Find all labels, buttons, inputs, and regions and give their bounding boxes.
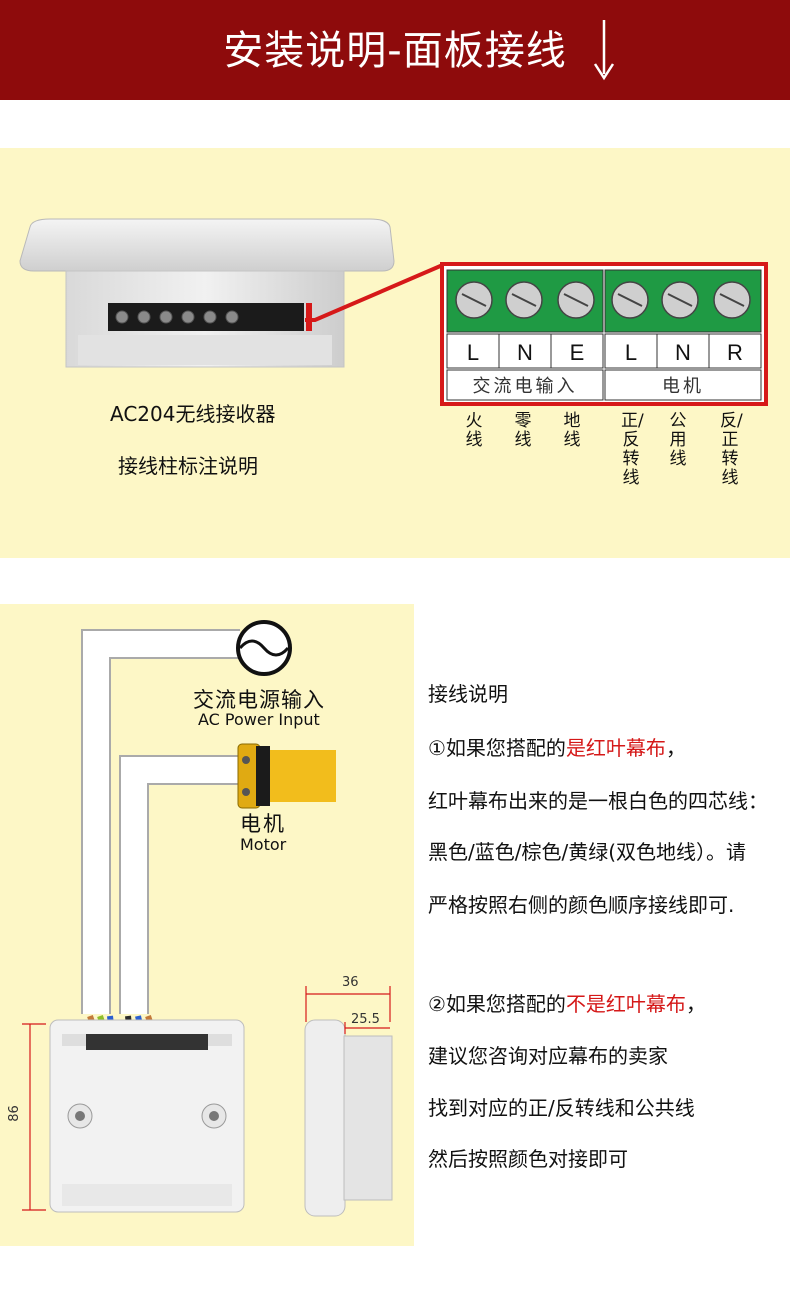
terminal-label: R — [727, 340, 743, 365]
dimension-width-body: 25.5 — [351, 1012, 380, 1027]
wire-label-common: 公用线 — [669, 411, 687, 469]
wiring-diagram — [22, 620, 393, 1217]
instruction-1-line-4: 严格按照右侧的颜色顺序接线即可. — [428, 893, 735, 917]
wire-label-forward: 正/反转线 — [621, 411, 644, 488]
motor-icon — [237, 743, 336, 809]
receiver-model-label: AC204无线接收器 — [110, 402, 276, 426]
instruction-text: ②如果您搭配的 — [428, 992, 566, 1016]
wire-label-neutral: 零线 — [514, 411, 532, 450]
instruction-1-line-2: 红叶幕布出来的是一根白色的四芯线： — [428, 789, 768, 813]
instruction-1-line-3: 黑色/蓝色/棕色/黄绿(双色地线）。请 — [428, 840, 747, 864]
instruction-text: ， — [685, 992, 706, 1016]
receiver-device-image — [19, 218, 395, 368]
power-plug-icon — [236, 620, 292, 676]
group-label-ac-input: 交流电输入 — [473, 376, 578, 397]
power-label-en: AC Power Input — [198, 710, 320, 729]
instruction-2-line-3: 找到对应的正/反转线和公共线 — [428, 1096, 695, 1120]
dimension-width-total: 36 — [342, 975, 359, 990]
instruction-2-line-1: ②如果您搭配的不是红叶幕布， — [428, 988, 706, 1017]
wire-label-reverse: 反/正转线 — [720, 411, 743, 488]
switch-plate-front — [49, 1019, 245, 1213]
instruction-text: ①如果您搭配的 — [428, 736, 566, 760]
motor-label-en: Motor — [240, 835, 287, 854]
terminal-label: N — [517, 340, 533, 365]
receiver-subtitle: 接线柱标注说明 — [118, 454, 258, 478]
terminal-label: E — [570, 340, 585, 365]
dimension-lines — [22, 986, 391, 1211]
instruction-1-line-1: ①如果您搭配的是红叶幕布， — [428, 732, 686, 761]
group-label-motor: 电机 — [662, 376, 704, 397]
terminal-label: L — [467, 340, 479, 365]
header-bar — [0, 0, 790, 100]
motor-label-cn: 电机 — [240, 812, 286, 836]
instructions-title: 接线说明 — [428, 682, 508, 706]
terminal-label: L — [625, 340, 637, 365]
switch-plate-side — [304, 1019, 393, 1217]
instruction-text: ， — [665, 736, 686, 760]
instruction-highlight: 是红叶幕布 — [565, 736, 666, 760]
callout-connector — [305, 262, 446, 322]
terminal-block-diagram: L N E L N R 交流电输入 电机 — [440, 262, 768, 406]
dimension-height: 86 — [6, 1105, 22, 1122]
terminal-label: N — [675, 340, 691, 365]
wire-label-live: 火线 — [465, 411, 483, 450]
instruction-highlight: 不是红叶幕布 — [565, 992, 686, 1016]
page-title: 安装说明-面板接线 — [223, 28, 567, 74]
instruction-2-line-2: 建议您咨询对应幕布的卖家 — [428, 1044, 668, 1068]
wire-label-earth: 地线 — [563, 411, 581, 450]
power-label-cn: 交流电源输入 — [193, 688, 325, 712]
down-arrow-icon — [593, 20, 615, 81]
instruction-2-line-4: 然后按照颜色对接即可 — [428, 1147, 628, 1171]
